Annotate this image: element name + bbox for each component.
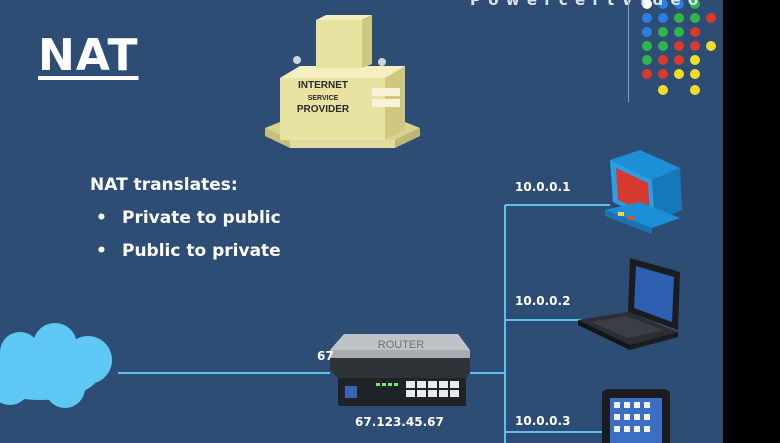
dots-logo-icon <box>642 0 716 95</box>
laptop-icon <box>578 258 680 350</box>
bullet-dot: • <box>96 241 107 261</box>
divider-line <box>628 0 629 102</box>
isp-label-line3: PROVIDER <box>297 104 350 115</box>
ip-laptop: 10.0.0.2 <box>515 294 571 308</box>
router-partial-ip: 67 <box>317 349 334 363</box>
bullet-list: • Private to public • Public to private <box>96 208 281 274</box>
bullet-text: Public to private <box>122 241 281 261</box>
bullet-item: • Private to public <box>96 208 281 228</box>
desktop-computer-icon <box>605 150 682 234</box>
tablet-icon <box>602 389 670 443</box>
isp-label-line2: SERVICE <box>308 95 339 102</box>
bullet-text: Private to public <box>122 208 281 228</box>
router-label: ROUTER <box>378 339 425 351</box>
bullet-dot: • <box>96 208 107 228</box>
bullet-item: • Public to private <box>96 241 281 261</box>
right-black-bar <box>723 0 780 443</box>
top-cut-text: P o w e r c e r t V i d e o <box>470 0 700 9</box>
isp-building-icon: INTERNET SERVICE PROVIDER <box>265 15 420 148</box>
network-diagram: INTERNET SERVICE PROVIDER ROUTE <box>0 0 716 443</box>
ip-tablet: 10.0.0.3 <box>515 414 571 428</box>
isp-label-line1: INTERNET <box>298 80 348 91</box>
slide-title: NAT <box>38 30 139 81</box>
router-icon: ROUTER <box>330 334 470 406</box>
cloud-icon <box>0 323 112 408</box>
slide-subtitle: NAT translates: <box>90 175 238 195</box>
router-public-ip: 67.123.45.67 <box>355 415 444 429</box>
slide: INTERNET SERVICE PROVIDER ROUTE <box>0 0 723 443</box>
ip-desktop: 10.0.0.1 <box>515 180 571 194</box>
